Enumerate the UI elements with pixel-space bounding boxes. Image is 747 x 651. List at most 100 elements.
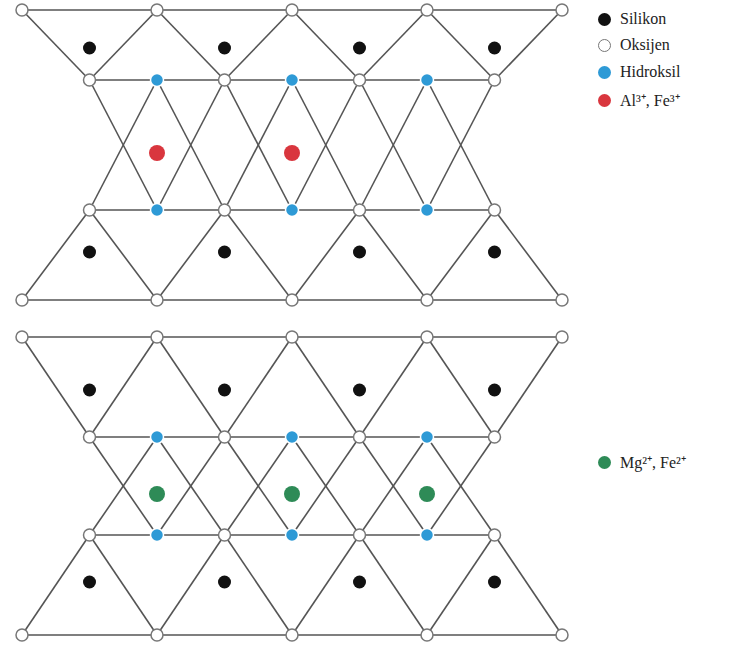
octahedral-cation bbox=[284, 486, 300, 502]
octahedral-cation bbox=[284, 145, 300, 161]
lattice-line bbox=[360, 337, 428, 437]
silicon-atom bbox=[218, 576, 231, 589]
lattice-line bbox=[225, 437, 293, 535]
legend-label: Mg²⁺, Fe²⁺ bbox=[620, 451, 686, 473]
lattice-line bbox=[292, 535, 360, 635]
silicon-atom bbox=[353, 576, 366, 589]
lattice-line bbox=[225, 210, 293, 300]
octahedral-cation bbox=[149, 486, 165, 502]
silicon-atom bbox=[83, 576, 96, 589]
dioctahedral-layer bbox=[16, 4, 568, 306]
oxygen-atom bbox=[421, 4, 433, 16]
legend-swatch bbox=[598, 94, 611, 107]
hydroxyl-atom bbox=[286, 74, 299, 87]
hydroxyl-atom bbox=[151, 204, 164, 217]
silicon-atom bbox=[488, 576, 501, 589]
lattice-line bbox=[360, 210, 428, 300]
lattice-line bbox=[495, 210, 563, 300]
lattice-line bbox=[157, 437, 225, 535]
hydroxyl-atom bbox=[151, 529, 164, 542]
legend-entry: Silikon bbox=[598, 10, 666, 28]
hydroxyl-atom bbox=[286, 204, 299, 217]
lattice-line bbox=[360, 80, 428, 210]
hydroxyl-atom bbox=[151, 431, 164, 444]
lattice-line bbox=[22, 337, 90, 437]
oxygen-atom bbox=[84, 74, 96, 86]
oxygen-atom bbox=[489, 74, 501, 86]
lattice-line bbox=[22, 10, 90, 80]
trioctahedral-layer bbox=[16, 331, 568, 641]
oxygen-atom bbox=[151, 629, 163, 641]
oxygen-atom bbox=[556, 4, 568, 16]
legend-entry: Oksijen bbox=[598, 36, 670, 54]
lattice-line bbox=[427, 337, 495, 437]
lattice-line bbox=[495, 10, 563, 80]
lattice-line bbox=[22, 535, 90, 635]
lattice-line bbox=[90, 10, 158, 80]
lattice-line bbox=[157, 10, 225, 80]
silicon-atom bbox=[83, 42, 96, 55]
hydroxyl-atom bbox=[286, 431, 299, 444]
oxygen-atom bbox=[489, 204, 501, 216]
lattice-line bbox=[427, 80, 495, 210]
lattice-line bbox=[292, 437, 360, 535]
lattice-line bbox=[90, 535, 158, 635]
lattice-line bbox=[427, 437, 495, 535]
hydroxyl-atom bbox=[421, 431, 434, 444]
oxygen-atom bbox=[219, 431, 231, 443]
silicon-atom bbox=[218, 384, 231, 397]
lattice-line bbox=[90, 437, 158, 535]
lattice-line bbox=[22, 210, 90, 300]
silicon-atom bbox=[353, 384, 366, 397]
oxygen-atom bbox=[219, 204, 231, 216]
lattice-line bbox=[157, 80, 225, 210]
lattice-line bbox=[360, 437, 428, 535]
lattice-line bbox=[360, 535, 428, 635]
lattice-line bbox=[157, 210, 225, 300]
lattice-line bbox=[90, 210, 158, 300]
silicon-atom bbox=[218, 246, 231, 259]
legend-swatch bbox=[598, 66, 611, 79]
octahedral-cation bbox=[419, 486, 435, 502]
lattice-line bbox=[90, 80, 158, 210]
lattice-line bbox=[292, 10, 360, 80]
lattice-line bbox=[225, 80, 293, 210]
oxygen-atom bbox=[421, 331, 433, 343]
oxygen-atom bbox=[286, 629, 298, 641]
lattice-line bbox=[495, 337, 563, 437]
lattice-line bbox=[90, 337, 158, 437]
oxygen-atom bbox=[556, 331, 568, 343]
lattice-line bbox=[225, 80, 293, 210]
oxygen-atom bbox=[421, 294, 433, 306]
lattice-line bbox=[292, 337, 360, 437]
lattice-line bbox=[157, 80, 225, 210]
oxygen-atom bbox=[219, 74, 231, 86]
silicon-atom bbox=[353, 42, 366, 55]
oxygen-atom bbox=[286, 294, 298, 306]
legend-swatch bbox=[598, 456, 611, 469]
silicon-atom bbox=[83, 384, 96, 397]
oxygen-atom bbox=[421, 629, 433, 641]
silicon-atom bbox=[218, 42, 231, 55]
silicon-atom bbox=[488, 384, 501, 397]
oxygen-atom bbox=[151, 4, 163, 16]
lattice-line bbox=[157, 437, 225, 535]
oxygen-atom bbox=[16, 331, 28, 343]
lattice-line bbox=[427, 80, 495, 210]
lattice-line bbox=[427, 535, 495, 635]
lattice-line bbox=[225, 437, 293, 535]
legend-swatch bbox=[598, 13, 611, 26]
lattice-line bbox=[292, 210, 360, 300]
lattice-line bbox=[427, 437, 495, 535]
legend-entry: Mg²⁺, Fe²⁺ bbox=[598, 451, 686, 473]
legend-label: Al³⁺, Fe³⁺ bbox=[620, 89, 680, 111]
oxygen-atom bbox=[556, 629, 568, 641]
oxygen-atom bbox=[354, 431, 366, 443]
hydroxyl-atom bbox=[421, 74, 434, 87]
lattice-line bbox=[225, 10, 293, 80]
oxygen-atom bbox=[354, 529, 366, 541]
lattice-line bbox=[90, 80, 158, 210]
silicon-atom bbox=[353, 246, 366, 259]
lattice-line bbox=[157, 337, 225, 437]
legend-label: Oksijen bbox=[620, 36, 670, 54]
